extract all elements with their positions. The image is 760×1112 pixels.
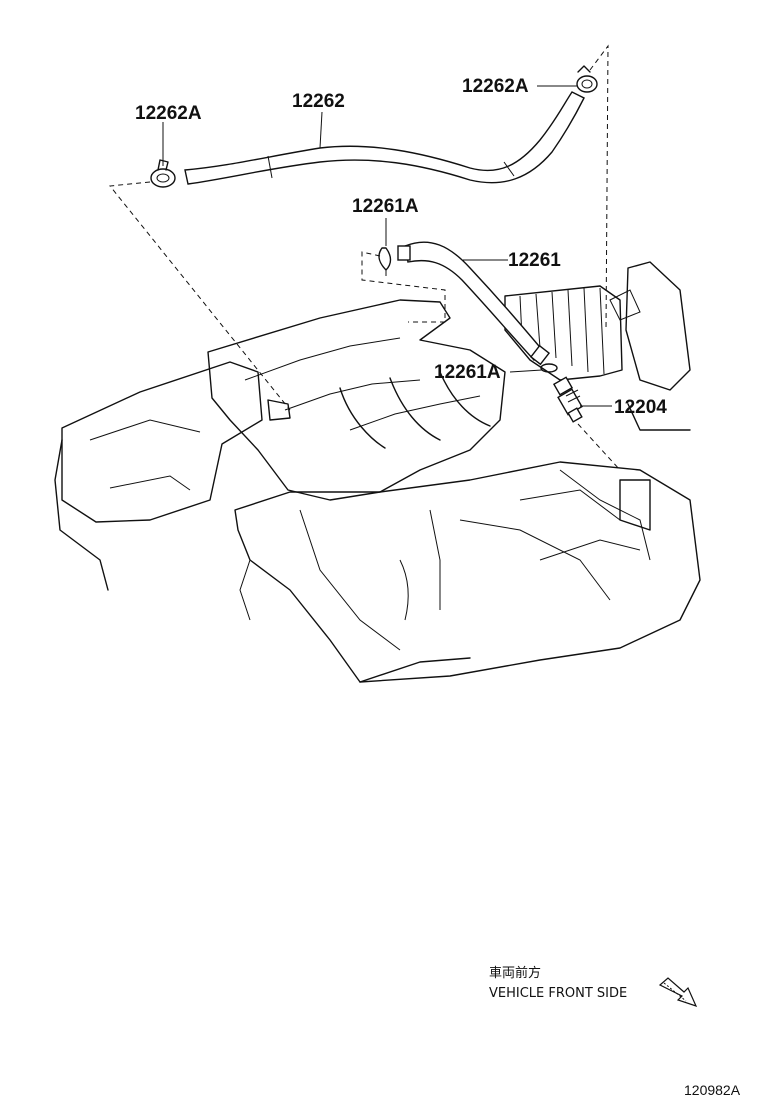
pcv-valve-12204 [552,376,583,423]
callout-label: 12262 [292,91,345,112]
clip-12261a-upper [378,247,392,276]
callout-label: 12261A [434,362,501,383]
callout-label: 12261A [352,196,419,217]
engine-assembly [54,261,701,683]
reference-lines [109,44,621,471]
callout-label: 12262A [462,76,529,97]
hose-12262 [184,91,585,185]
figure-code: 120982A [684,1082,741,1098]
callout-leaders [162,85,612,407]
orientation-english: VEHICLE FRONT SIDE [489,986,627,1001]
clamp-12262a-right [576,65,598,93]
clip-12261a-lower [540,363,558,373]
callout-label: 12262A [135,103,202,124]
callout-label: 12204 [614,397,667,418]
hose-12261 [397,241,551,366]
orientation-japanese: 車両前方 [489,965,541,981]
part-labels: 12262A 12262 12262A 12261A 12261 12261A … [135,76,667,418]
front-arrow-icon [658,977,698,1007]
callout-label: 12261 [508,250,561,271]
orientation-note: 車両前方 VEHICLE FRONT SIDE [489,965,627,1001]
clamp-12262a-left [150,159,176,188]
